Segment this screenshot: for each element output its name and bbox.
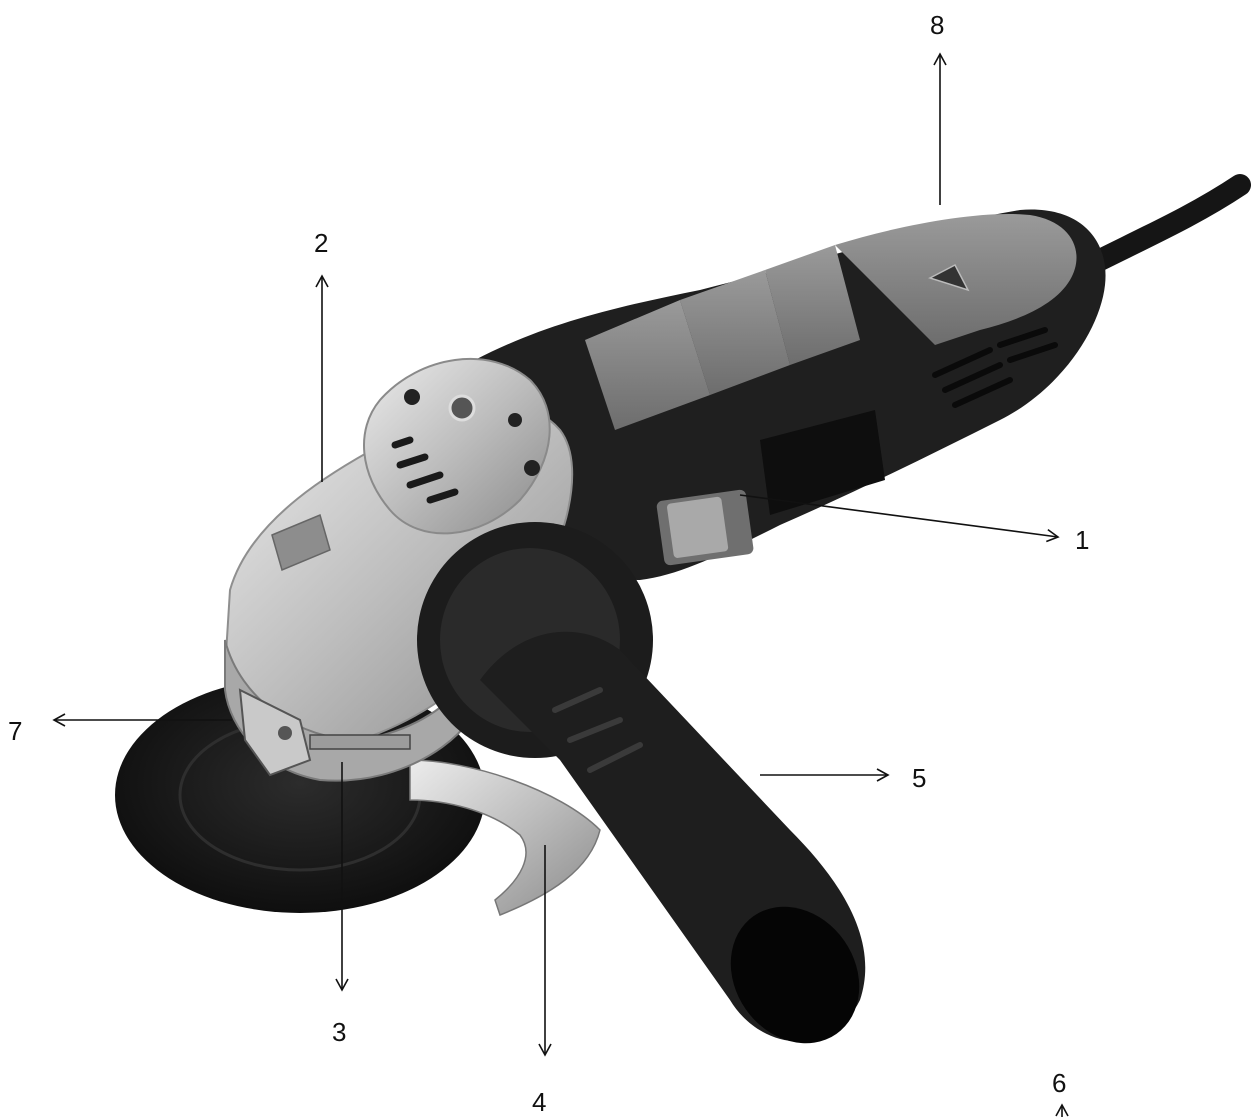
grip-panel-front [585, 300, 710, 430]
power-cord [1079, 174, 1251, 276]
wheel-guard [409, 759, 601, 916]
callout-arrow-1 [739, 494, 1060, 543]
on-off-switch [656, 489, 754, 566]
side-recess [760, 410, 885, 515]
brand-logo-badge [928, 263, 970, 292]
callout-label-8: 8 [930, 10, 944, 40]
spindle-lock-button [271, 513, 331, 572]
screw [404, 389, 420, 405]
callout-label-3: 3 [332, 1017, 346, 1047]
cap-vents [391, 436, 459, 504]
screw [524, 460, 540, 476]
guard-clamp [238, 688, 411, 777]
callout-label-4: 4 [532, 1087, 546, 1117]
vent-slots [932, 327, 1058, 408]
callout-label-7: 7 [8, 716, 22, 746]
grip-panel-mid-2 [765, 245, 860, 365]
callout-label-5: 5 [912, 763, 926, 793]
spindle-hole [448, 394, 476, 422]
callout-label-6: 6 [1052, 1068, 1066, 1098]
side-handle [417, 522, 866, 1044]
grip-panel-mid-1 [680, 270, 790, 395]
callout-label-2: 2 [314, 228, 328, 258]
screw [508, 413, 522, 427]
callout-label-1: 1 [1075, 525, 1089, 555]
